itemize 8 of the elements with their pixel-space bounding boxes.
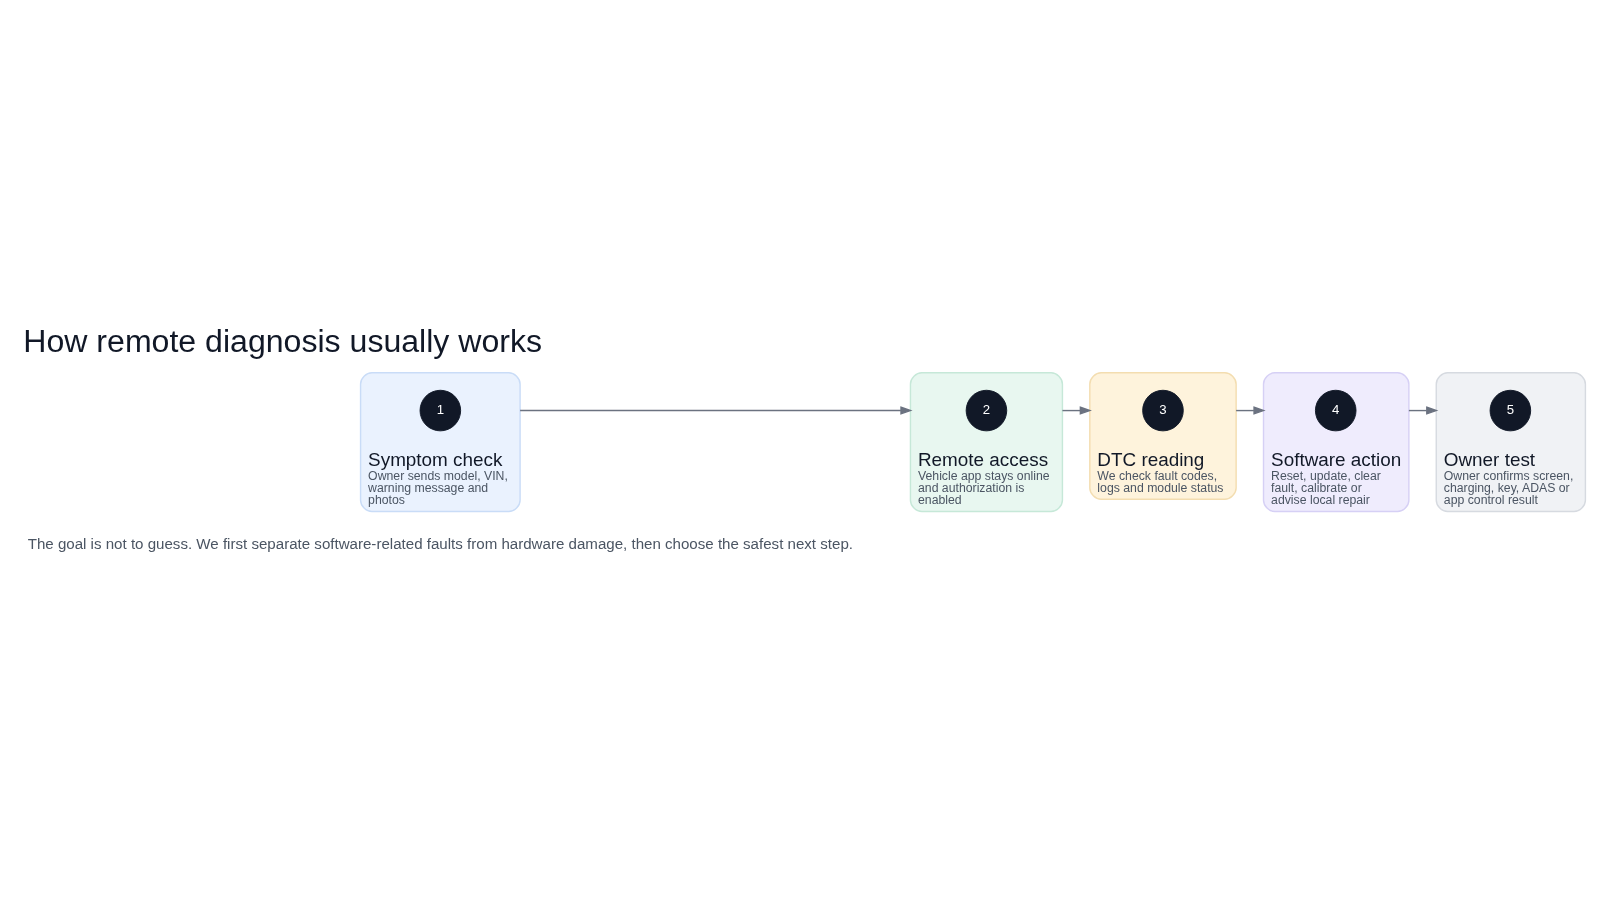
node-circle: 3 xyxy=(1142,389,1184,431)
node-circle: 5 xyxy=(1489,389,1532,431)
diagram-title: How remote diagnosis usually works xyxy=(23,322,543,359)
node-circle: 4 xyxy=(1314,389,1357,431)
node-circle: 1 xyxy=(419,389,462,431)
arrow xyxy=(519,405,913,415)
node-circle: 2 xyxy=(965,389,1008,431)
caption: The goal is not to guess. We first separate software-related faults from hardware damage, then choose the safest next step. xyxy=(27,534,853,552)
